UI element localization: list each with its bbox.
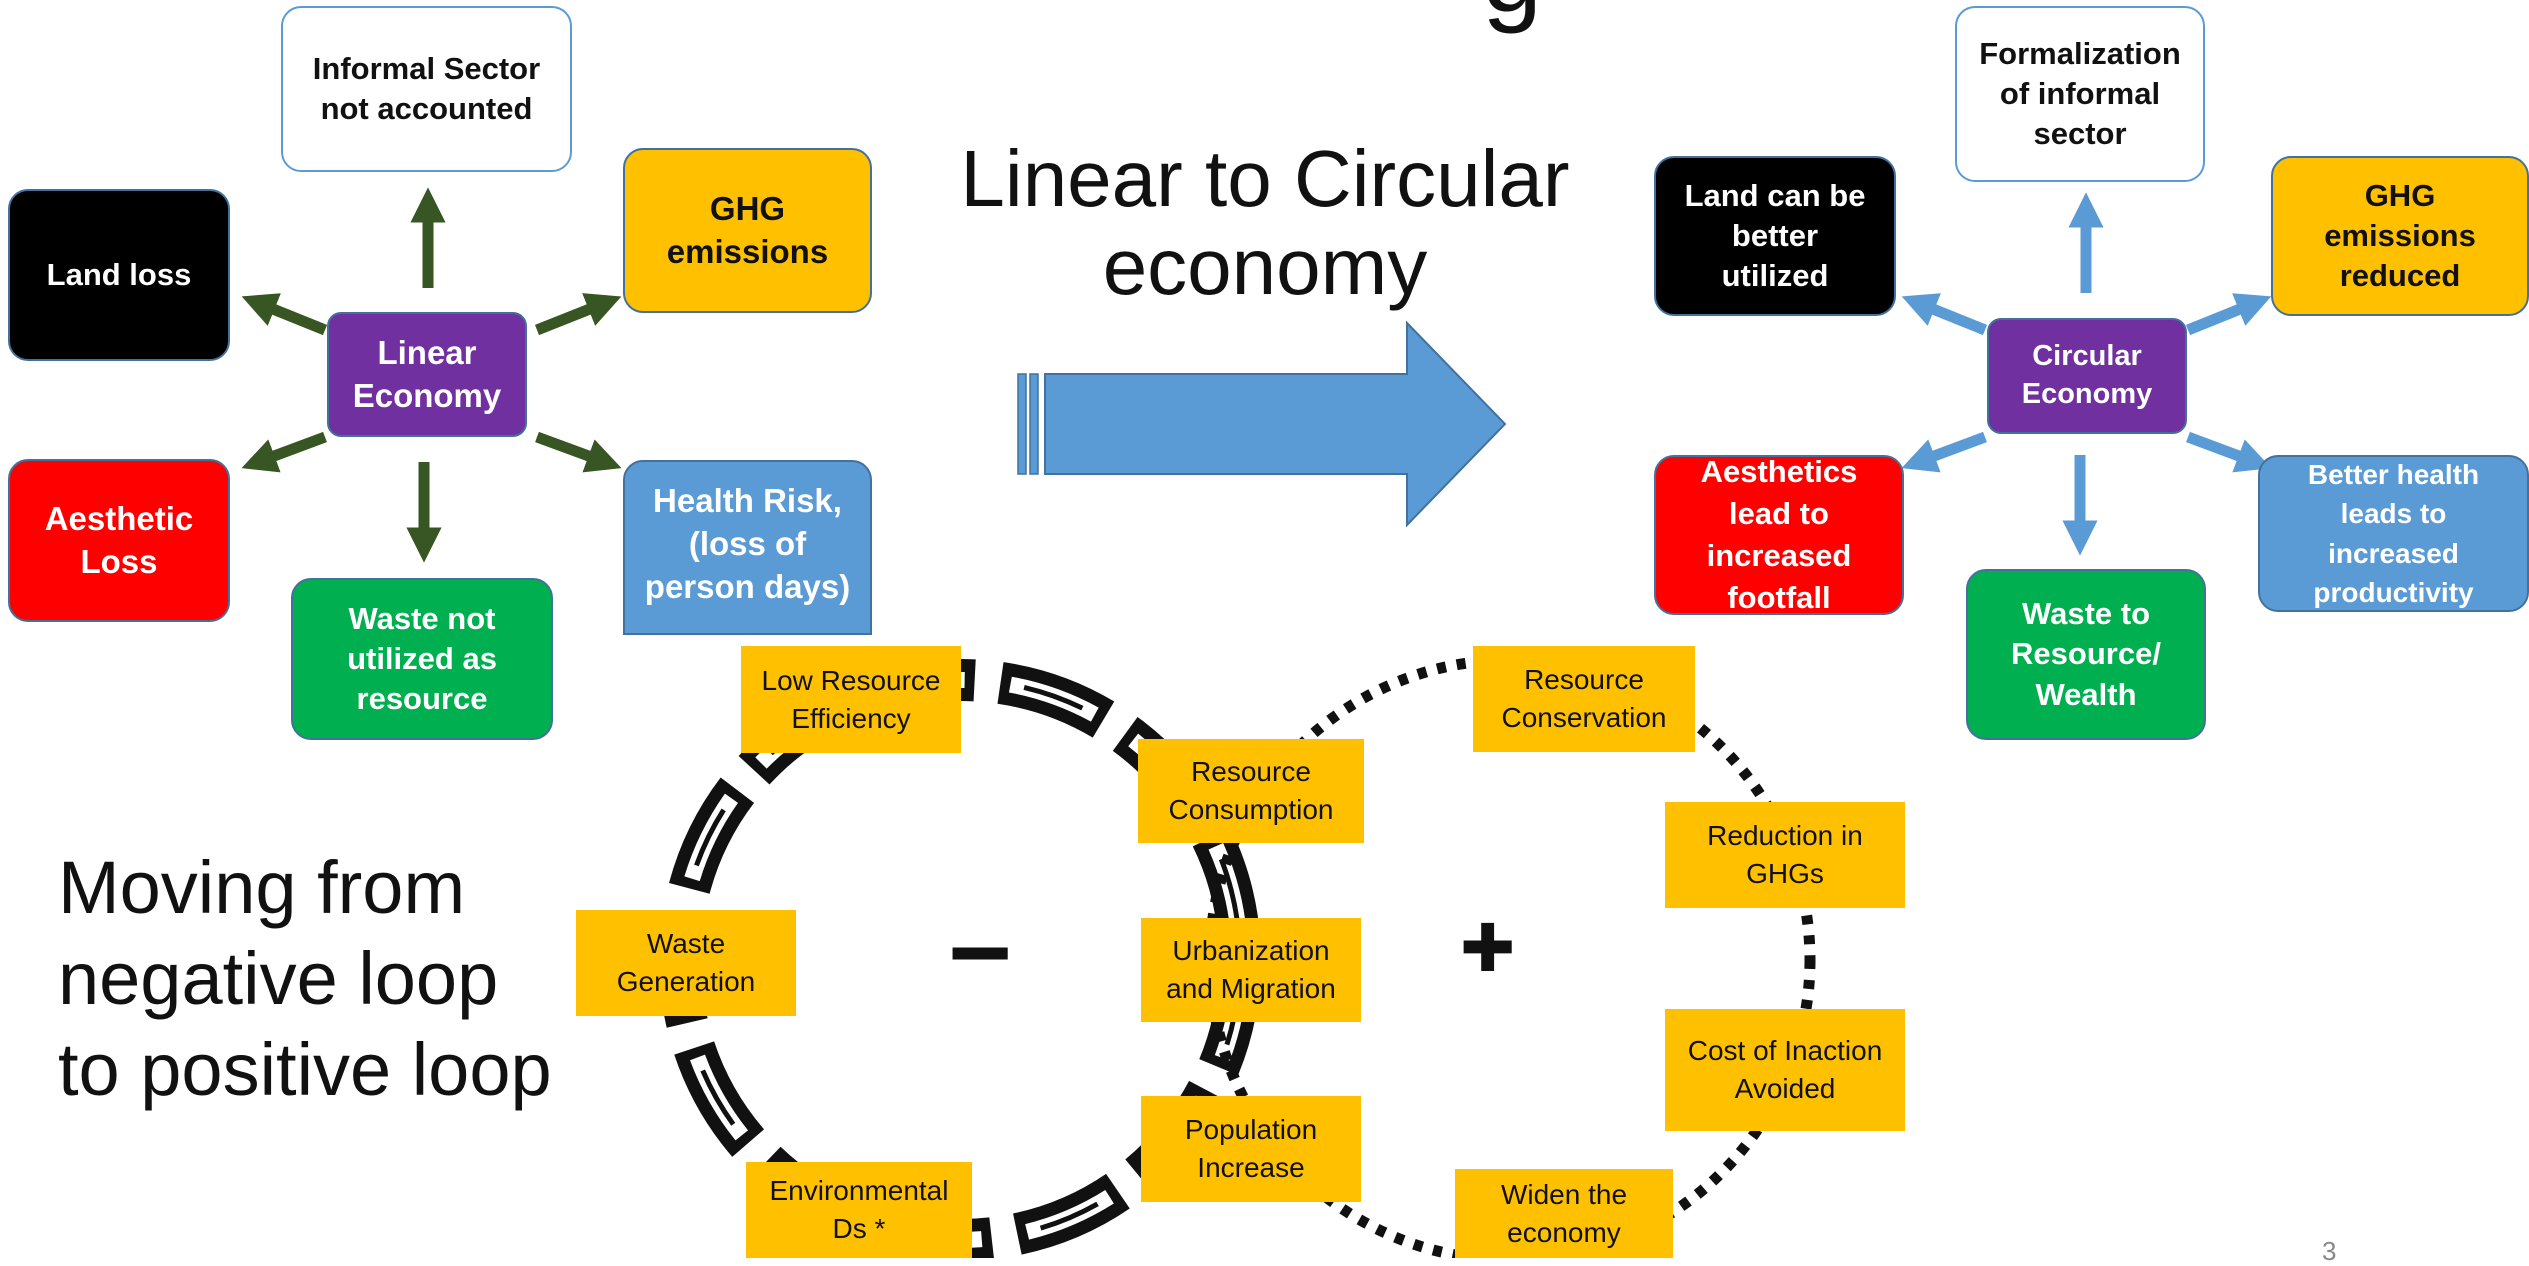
urbanization-migration-box: Urbanization and Migration — [1141, 918, 1361, 1022]
arrow-to-land-better — [1901, 293, 1988, 336]
linear-to-circular-arrow — [1017, 320, 1507, 528]
aesthetic-loss-box: Aesthetic Loss — [8, 459, 230, 622]
top-title-fragment: g — [1482, 0, 1542, 28]
arrow-to-ghg — [534, 293, 622, 336]
plus-symbol: ✚ — [1460, 911, 1516, 985]
arrow-to-ghg-reduced — [2185, 293, 2272, 336]
loops-heading: Moving from negative loop to positive lo… — [58, 846, 552, 1112]
population-increase-box: Population Increase — [1141, 1096, 1361, 1202]
linear-arrows — [241, 187, 622, 563]
better-health-box: Better health leads to increased product… — [2258, 455, 2529, 612]
circular-arrows — [1901, 192, 2272, 556]
reduction-ghgs-box: Reduction in GHGs — [1665, 802, 1905, 908]
circular-economy-box: Circular Economy — [1987, 318, 2187, 434]
cost-of-inaction-box: Cost of Inaction Avoided — [1665, 1009, 1905, 1131]
arrow-to-land — [241, 293, 328, 336]
arrow-to-aesthetics-footfall — [1901, 431, 1987, 473]
minus-symbol: − — [948, 891, 1013, 1014]
widen-economy-box: Widen the economy — [1455, 1169, 1673, 1258]
ghg-reduced-box: GHG emissions reduced — [2271, 156, 2529, 316]
land-loss-box: Land loss — [8, 189, 230, 361]
waste-generation-box: Waste Generation — [576, 910, 796, 1016]
resource-consumption-box: Resource Consumption — [1138, 739, 1364, 843]
low-resource-efficiency-box: Low Resource Efficiency — [741, 646, 961, 753]
waste-to-resource-box: Waste to Resource/ Wealth — [1966, 569, 2206, 740]
aesthetics-footfall-box: Aesthetics lead to increased footfall — [1654, 454, 1904, 615]
ghg-emissions-box: GHG emissions — [623, 148, 872, 313]
land-better-utilized-box: Land can be better utilized — [1654, 156, 1896, 316]
arrow-to-health — [535, 431, 622, 473]
environmental-ds-box: Environmental Ds * — [746, 1162, 972, 1258]
health-risk-box: Health Risk, (loss of person days) — [623, 460, 872, 635]
waste-not-utilized-box: Waste not utilized as resource — [291, 578, 553, 740]
page-number: 3 — [2322, 1236, 2337, 1266]
resource-conservation-box: Resource Conservation — [1473, 646, 1695, 752]
arrow-to-aesthetic — [241, 431, 327, 473]
formalization-box: Formalization of informal sector — [1955, 6, 2205, 182]
arrow-to-better-health — [2186, 431, 2272, 473]
linear-economy-box: Linear Economy — [327, 312, 527, 437]
linear-to-circular-title: Linear to Circular economy — [960, 134, 1570, 311]
informal-sector-box: Informal Sector not accounted — [281, 6, 572, 172]
